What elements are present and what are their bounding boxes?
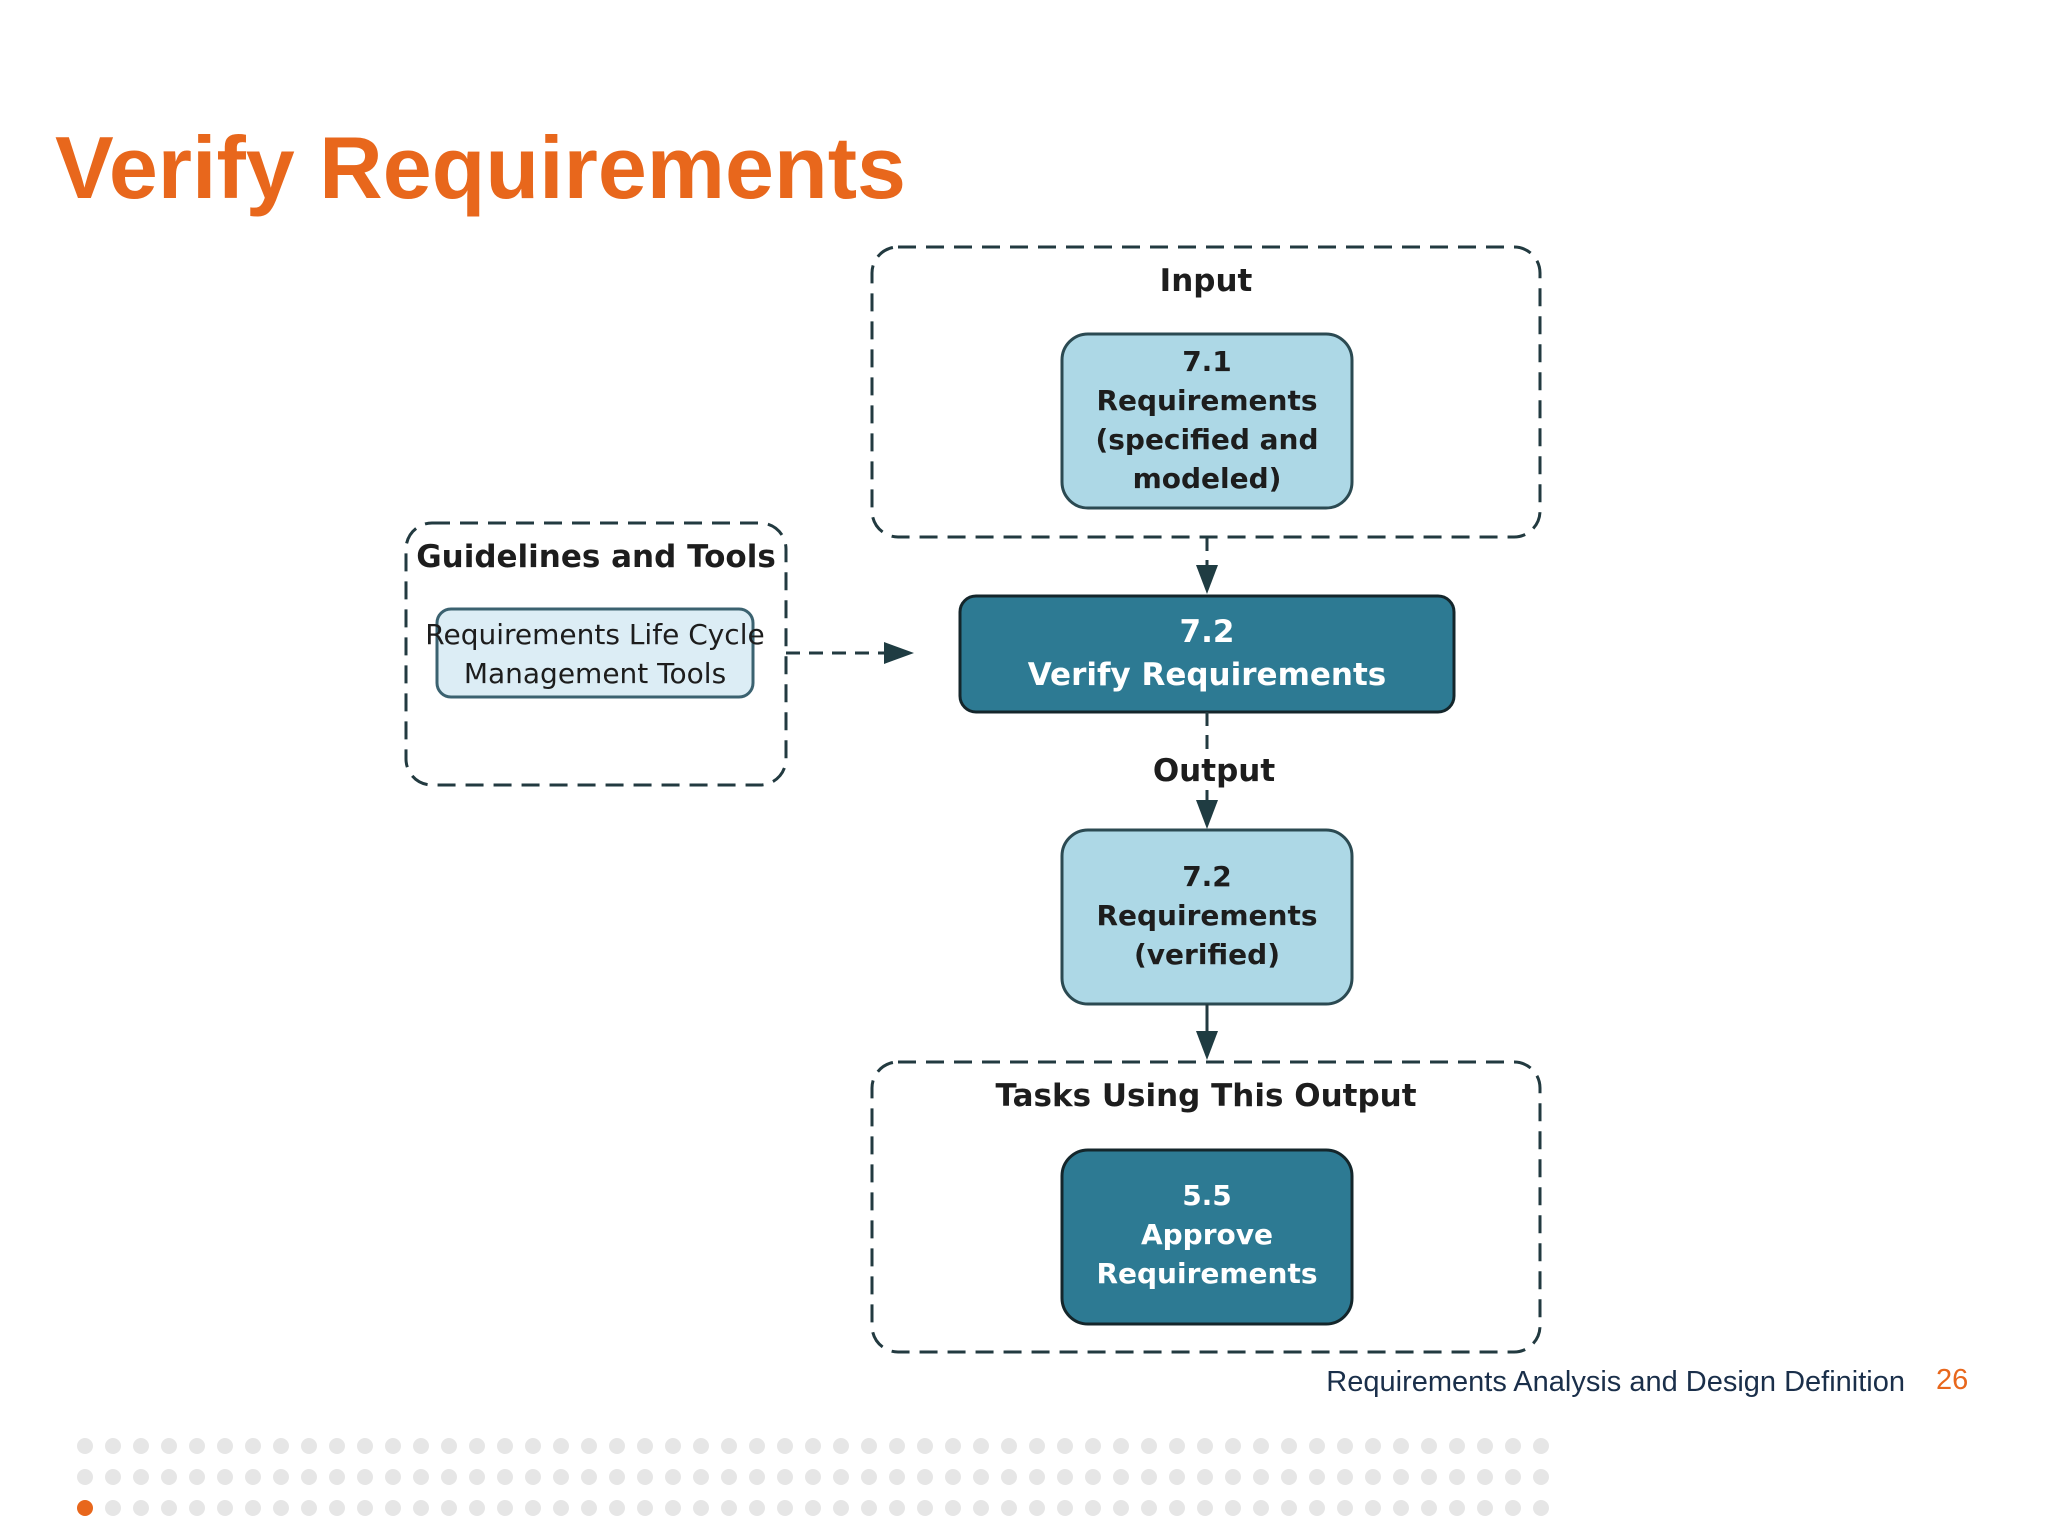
input-box-line-4: modeled) [1133, 462, 1282, 495]
output-arrow [1196, 790, 1218, 829]
input-box-line-3: (specified and [1095, 423, 1318, 456]
guidelines-arrowhead [884, 642, 914, 664]
input-arrow [1196, 537, 1218, 594]
guidelines-group: Guidelines and Tools Requirements Life C… [404, 521, 788, 787]
guidelines-group-label: Guidelines and Tools [416, 539, 776, 575]
input-box-line-2: Requirements [1096, 384, 1317, 417]
output-box-line-1: 7.2 [1182, 860, 1232, 893]
approve-box-line-3: Requirements [1096, 1257, 1317, 1290]
approve-requirements-box-shape [1060, 1148, 1354, 1326]
input-group-label: Input [1160, 263, 1253, 299]
lifecycle-tools-box: Requirements Life Cycle Management Tools [425, 607, 765, 699]
task-number: 7.2 [1180, 614, 1235, 650]
tasks-arrow [1196, 1004, 1218, 1060]
approve-requirements-box: 5.5 Approve Requirements [1060, 1148, 1354, 1326]
page-number: 26 [1936, 1364, 1969, 1396]
output-label: Output [1153, 753, 1276, 789]
tasks-group-label: Tasks Using This Output [995, 1078, 1416, 1114]
lifecycle-tools-box-shape [435, 607, 755, 699]
guidelines-arrow [786, 642, 914, 664]
output-box-line-3: (verified) [1134, 938, 1280, 971]
input-requirements-box: 7.1 Requirements (specified and modeled) [1060, 332, 1354, 510]
tasks-arrowhead [1196, 1031, 1218, 1060]
footer-section-title: Requirements Analysis and Design Definit… [1326, 1366, 1905, 1398]
output-requirements-box: 7.2 Requirements (verified) [1060, 828, 1354, 1006]
input-arrowhead [1196, 565, 1218, 594]
approve-box-line-1: 5.5 [1182, 1179, 1232, 1212]
input-requirements-box-shape [1060, 332, 1354, 510]
tasks-group: Tasks Using This Output 5.5 Approve Requ… [870, 1060, 1542, 1354]
tools-box-line-1: Requirements Life Cycle [425, 618, 764, 651]
output-box-line-2: Requirements [1096, 899, 1317, 932]
slide-title: Verify Requirements [55, 118, 906, 217]
input-box-line-1: 7.1 [1182, 345, 1232, 378]
verify-requirements-task: 7.2 Verify Requirements [958, 594, 1456, 714]
output-arrowhead [1196, 800, 1218, 829]
input-group: Input 7.1 Requirements (specified and mo… [870, 245, 1542, 539]
tools-box-line-2: Management Tools [464, 657, 726, 690]
approve-box-line-2: Approve [1141, 1218, 1273, 1251]
task-name: Verify Requirements [1028, 657, 1386, 693]
